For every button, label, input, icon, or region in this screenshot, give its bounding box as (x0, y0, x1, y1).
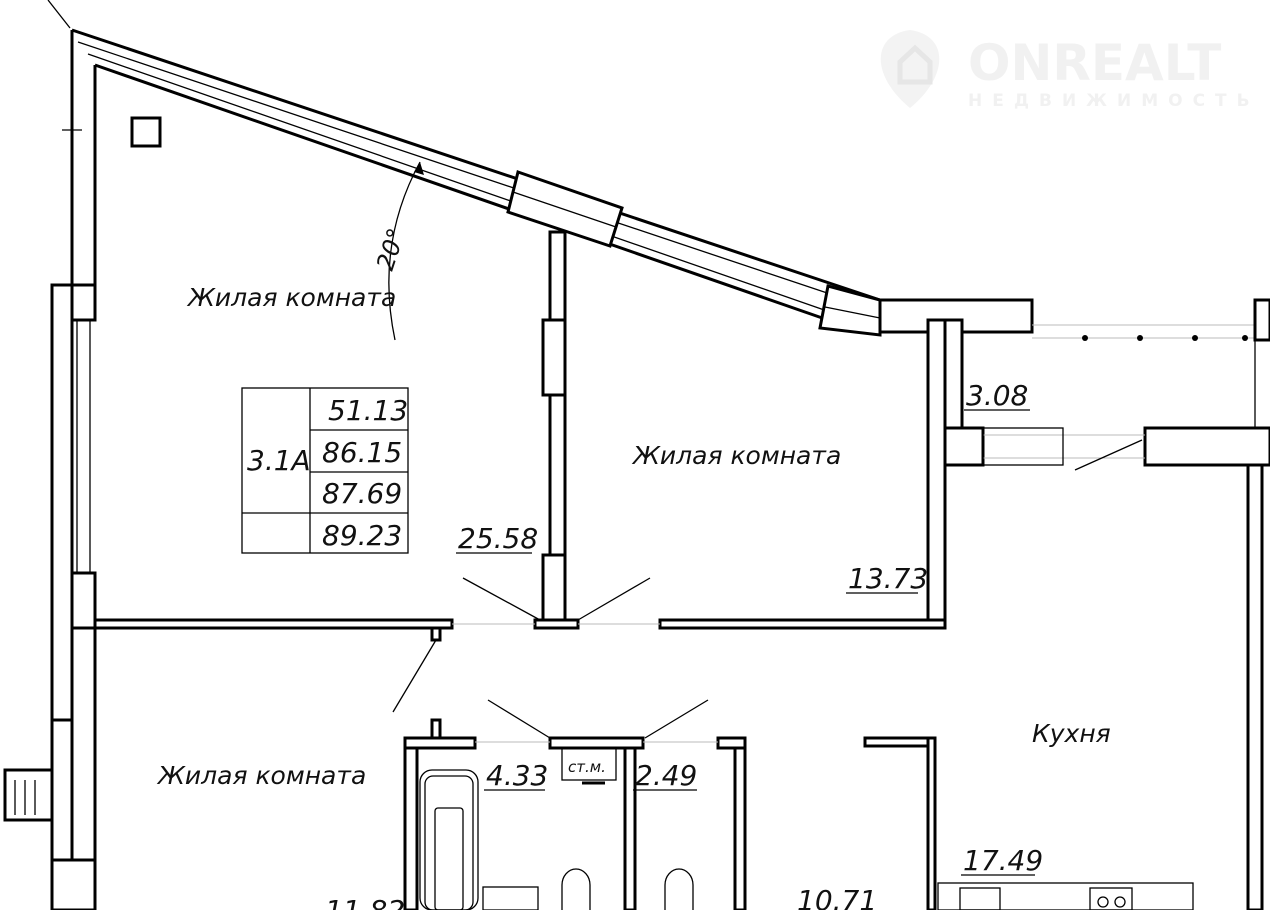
hall-area: 10.71 (797, 884, 877, 910)
watermark-tagline: НЕДВИЖИМОСТЬ (968, 91, 1260, 111)
washer-label: ст.м. (568, 758, 606, 776)
apartment-table: 3.1A 51.13 86.15 87.69 89.23 (241, 387, 409, 554)
room-area-living-2: 13.73 (848, 562, 928, 595)
outer-left-wall (3, 0, 97, 910)
toilet-area: 2.49 (635, 759, 697, 792)
angle-arc (388, 161, 421, 341)
watermark-brand: ONREALT (968, 34, 1221, 92)
ventilation-shaft-icon (130, 116, 162, 148)
balcony (926, 298, 1270, 910)
room-area-kitchen: 17.49 (963, 844, 1043, 877)
washer-box (561, 747, 617, 781)
room-name-living-2: Жилая комната (631, 441, 841, 470)
table-value: 86.15 (322, 436, 402, 469)
bathroom-area: 4.33 (486, 759, 548, 792)
table-value: 87.69 (322, 477, 402, 510)
room-name-living-1: Жилая комната (186, 283, 396, 312)
watermark-logo: ONREALT НЕДВИЖИМОСТЬ (880, 30, 1260, 111)
room-area-living-1: 25.58 (458, 522, 538, 555)
room-area-living-3: 11.82 (325, 894, 405, 910)
diagonal-wall (71, 28, 1034, 337)
angle-label: 20° (371, 225, 411, 274)
apartment-code: 3.1A (247, 444, 311, 477)
table-value: 89.23 (322, 519, 402, 552)
room-name-living-3: Жилая комната (156, 761, 366, 790)
room-name-kitchen: Кухня (1032, 719, 1111, 748)
balcony-area: 3.08 (966, 379, 1028, 412)
interior-walls (93, 116, 1194, 910)
table-value: 51.13 (328, 394, 408, 427)
